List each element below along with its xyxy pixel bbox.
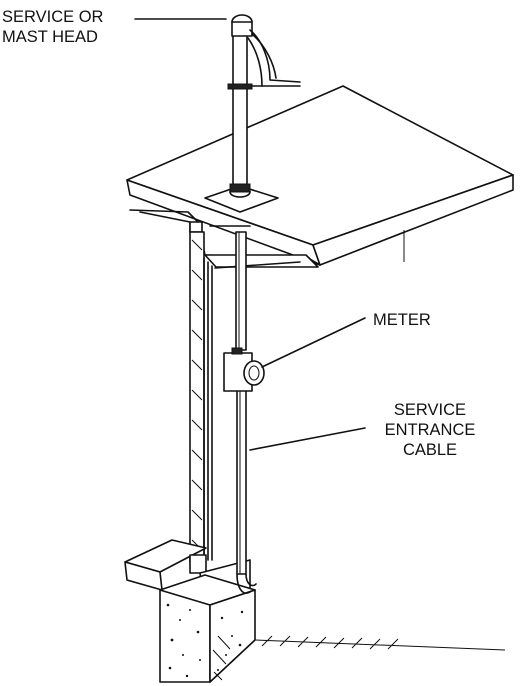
- roof: [126, 85, 514, 266]
- wall-stud-outer: [189, 231, 205, 563]
- meter-assembly: [223, 347, 265, 392]
- conduit-upper: [235, 231, 247, 351]
- label-meter: METER: [373, 311, 431, 329]
- meter-hub: [231, 347, 243, 355]
- foundation-wall-front: [159, 589, 211, 683]
- leader-cable: [249, 427, 366, 451]
- label-cable-line1: SERVICE: [394, 401, 466, 419]
- labels: SERVICE OR MAST HEAD METER SERVICE ENTRA…: [2, 8, 475, 459]
- roof-side-fascia: [312, 174, 514, 266]
- roof-boot-collar: [229, 183, 251, 193]
- roof-flashing: [204, 185, 279, 213]
- sill-block: [189, 554, 207, 574]
- mast-clamp: [227, 83, 253, 90]
- label-service-head-line1: SERVICE OR: [2, 8, 104, 26]
- mast-pipe: [232, 29, 248, 191]
- conduit: [235, 231, 257, 594]
- wall-section: [189, 231, 213, 563]
- leader-meter: [261, 317, 366, 368]
- joist-bracket: [189, 221, 203, 233]
- mast-weatherhead-body: [231, 21, 253, 37]
- foundation: [159, 574, 506, 683]
- meter-globe: [243, 360, 265, 386]
- label-service-head-line2: MAST HEAD: [2, 28, 98, 46]
- label-cable-line2: ENTRANCE: [385, 421, 476, 439]
- label-cable-line3: CABLE: [403, 441, 457, 459]
- service-mast: [227, 14, 301, 198]
- conduit-lower: [236, 387, 247, 575]
- soffit-board: [204, 254, 319, 268]
- leader-lines: [134, 18, 366, 451]
- overhang-soffit: [129, 209, 321, 269]
